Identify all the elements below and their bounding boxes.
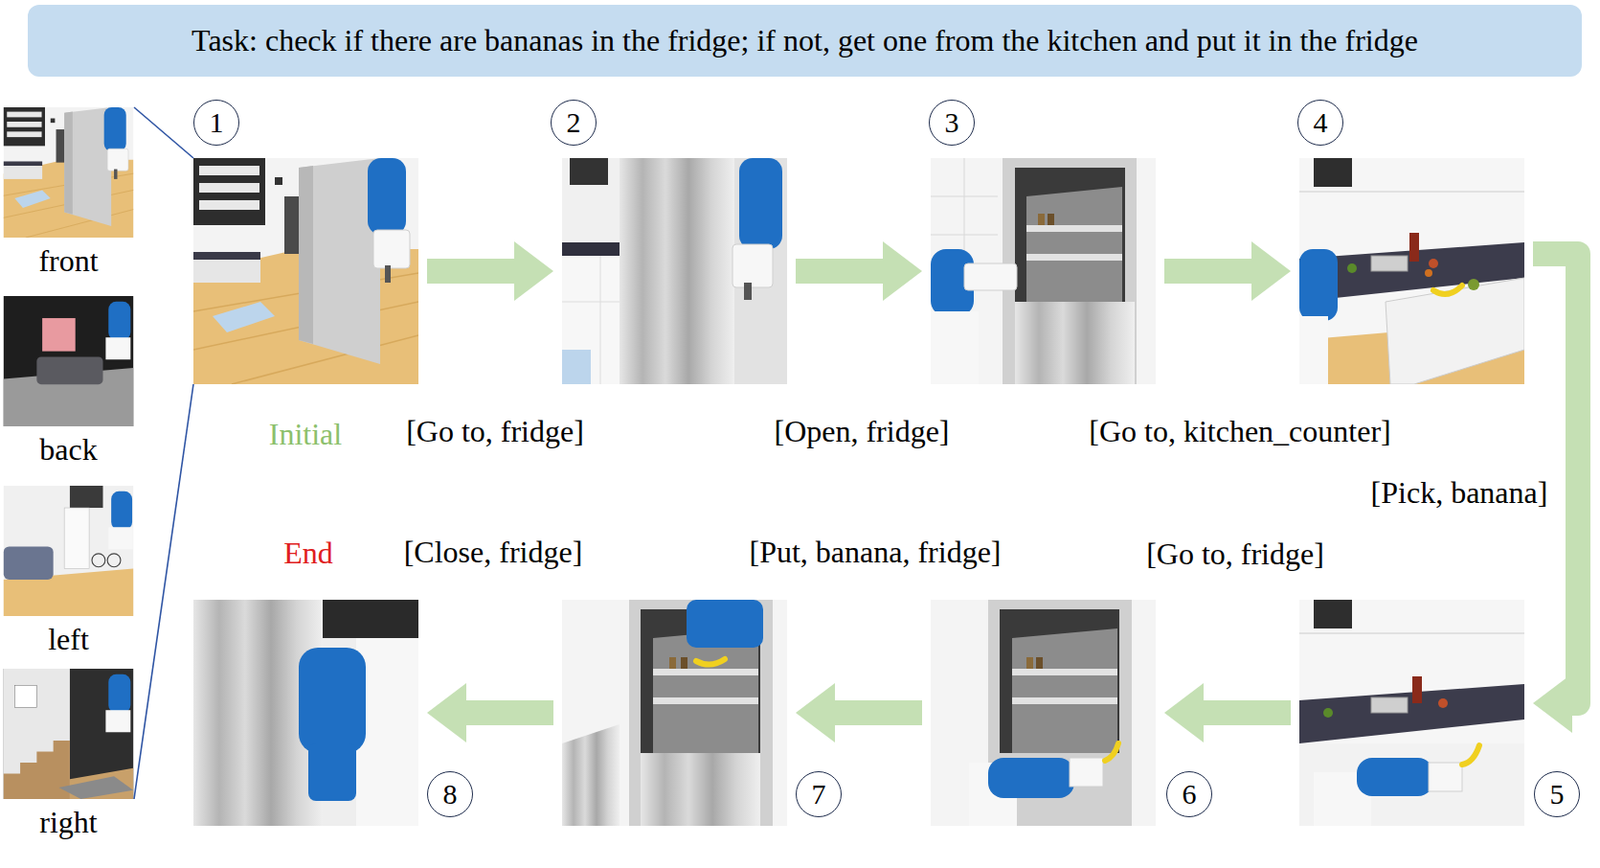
view-caption: left (47, 621, 90, 656)
step-frame: 6 (930, 599, 1156, 826)
callout-circle: 2 (550, 99, 597, 146)
step-screenshots (562, 157, 788, 384)
step-frame: 8 (193, 599, 419, 826)
step-screenshots (193, 157, 419, 384)
view-thumbnail: back (2, 295, 135, 467)
view-thumbnails (3, 295, 134, 427)
callout-number: 4 (1313, 108, 1329, 137)
step-screenshots (193, 157, 1525, 826)
step-screenshots (930, 599, 1156, 826)
callout-circle: 4 (1297, 99, 1344, 146)
zoom-lines (134, 107, 194, 799)
callout-number: 5 (1550, 779, 1565, 809)
callout-circle: 1 (193, 99, 240, 146)
zoom-lines (134, 383, 194, 799)
action-label: [Close, fridge] (400, 534, 587, 570)
action-label: [Open, fridge] (769, 413, 953, 450)
step-screenshots (1299, 157, 1525, 384)
flow-arrow (1193, 699, 1291, 725)
callout-number: 6 (1182, 779, 1197, 809)
flow-arrow (427, 258, 525, 284)
callout-number: 1 (209, 108, 225, 137)
view-thumbnails (3, 107, 134, 238)
zoom-lines (134, 107, 194, 158)
action-label: [Pick, banana] (1367, 474, 1553, 511)
step-frame: 4 (1299, 157, 1525, 384)
callout-number: 3 (945, 108, 960, 137)
view-caption: front (38, 243, 98, 278)
callout-circle: 6 (1166, 770, 1213, 817)
flow-arrow (824, 699, 923, 725)
view-thumbnail: right (2, 668, 135, 839)
callout-number: 7 (811, 779, 827, 809)
end-label: End (279, 535, 338, 571)
connectors (427, 253, 1578, 713)
view-thumbnails (3, 107, 134, 799)
callout-number: 2 (566, 108, 582, 137)
callout-circle: 7 (795, 770, 842, 817)
step-screenshots (562, 599, 788, 826)
step-frame: 2 (562, 157, 788, 384)
step-frame: 3 (930, 157, 1156, 384)
action-label: [Go to, kitchen_counter] (1084, 413, 1395, 450)
flow-arrow (455, 699, 554, 725)
action-label: [Put, banana, fridge] (744, 534, 1005, 570)
step-frame: 5 (1299, 599, 1525, 826)
step-frame: 7 (562, 599, 788, 826)
step-screenshots (193, 599, 419, 826)
start-label: Initial (265, 416, 346, 452)
callout-circle: 8 (427, 770, 474, 817)
flow-arrow (795, 258, 894, 284)
step-frame: 1 (193, 157, 419, 384)
action-label: [Go to, fridge] (1142, 536, 1329, 572)
view-thumbnail: left (2, 485, 135, 656)
view-caption: right (39, 804, 97, 839)
action-label: [Go to, fridge] (402, 413, 588, 450)
task-banner: Task: check if there are bananas in the … (27, 4, 1582, 77)
step-screenshots (1299, 599, 1525, 826)
callout-circle: 3 (928, 99, 975, 146)
callout-circle: 5 (1533, 770, 1580, 817)
step-screenshots (930, 157, 1156, 384)
view-thumbnail: front (2, 107, 135, 278)
view-caption: back (39, 431, 97, 467)
callout-number: 8 (443, 779, 458, 809)
view-thumbnails (3, 668, 134, 799)
flow-arrow (1164, 258, 1262, 284)
view-thumbnails (3, 485, 134, 616)
